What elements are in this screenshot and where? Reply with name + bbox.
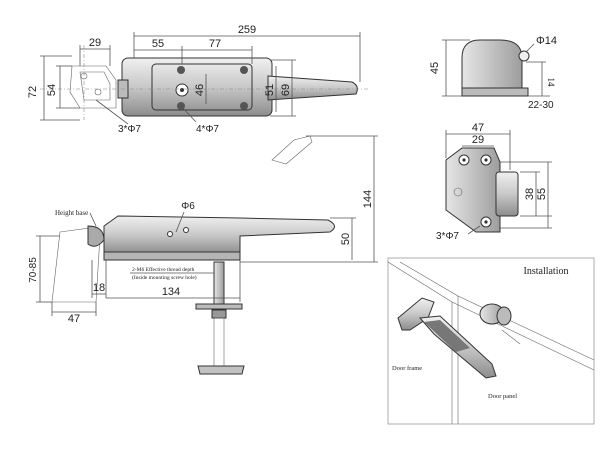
dim-label-134: 134 [162,286,180,298]
strike-outline-top [69,65,117,109]
dim-label-29-strike: 29 [472,134,484,146]
leader-line [180,105,197,123]
latch-base-side [103,251,241,261]
dim-label-38: 38 [524,188,536,200]
dim-label-22-30: 22-30 [528,100,554,111]
dim-label-47-strike: 47 [472,122,484,134]
dim-label-51: 51 [264,84,276,96]
dim-label-phi6: Φ6 [181,201,195,212]
height-base-block [51,227,101,303]
top-view: 259 29 55 77 72 54 46 51 69 3*Φ7 4*Φ7 [27,24,370,135]
dim-label-55: 55 [152,38,164,50]
pin-hole [183,227,189,233]
door-panel-label: Door panel [488,393,517,400]
installation-title: Installation [524,266,569,277]
handle-raised-ghost [271,135,313,165]
latch-body-side [103,215,335,255]
installation-panel: Installation Door frame Door panel [387,257,595,425]
bolt-hole [177,66,185,74]
dim-label-259: 259 [238,24,256,36]
strike-front-plate [445,147,501,233]
installed-knob-cap [496,306,512,326]
thread-note-line2: (Inside mounting screw hole) [132,274,197,281]
door-frame-label: Door frame [392,365,422,372]
side-view: Height base Φ6 144 50 70-85 18 134 2-M6 … [28,135,378,375]
dim-label-54: 54 [46,84,58,96]
dim-label-50: 50 [340,233,352,245]
bolt-nut [211,309,227,319]
hole-callout-3x7: 3*Φ7 [118,124,141,135]
bolt-washer [195,303,243,310]
strike-side-body [461,39,523,93]
dim-label-70-85: 70-85 [28,257,39,283]
installed-latch-shadow [424,320,470,352]
pin-hole [167,231,173,237]
latch-plate [151,63,253,111]
dim-label-77: 77 [209,38,221,50]
hole-callout-strike: 3*Φ7 [436,231,459,242]
installation-frame [387,257,595,425]
dim-label-72: 72 [27,86,39,98]
thread-note-line1: 2-M6 Effective thread depth [132,266,195,273]
dim-label-29: 29 [89,37,101,49]
dim-label-55-strike: 55 [536,188,548,200]
strike-front-roller [495,171,519,217]
strike-side-view: Φ14 45 14 22-30 [429,35,557,111]
bolt-head [197,365,245,375]
dim-label-18: 18 [93,282,105,294]
bolt-hole [240,102,248,110]
strike-roller [518,50,530,62]
hole-callout-4x7: 4*Φ7 [196,124,219,135]
dim-label-phi14: Φ14 [536,35,557,47]
dim-label-47-base: 47 [68,313,80,325]
dim-label-46: 46 [194,84,206,96]
lock-keyhole [180,88,184,92]
dim-label-69: 69 [280,84,292,96]
bolt-shank [213,317,225,369]
dim-label-45: 45 [429,62,441,74]
dim-label-144: 144 [362,190,374,208]
height-base-label: Height base [55,209,88,217]
dim-label-14: 14 [546,78,556,88]
strike-side-base [461,87,529,97]
strike-front-view: 47 29 38 55 3*Φ7 [436,122,552,242]
latch-tongue [87,225,105,247]
leader-line [95,99,129,125]
strike-inner-top [79,71,111,101]
bolt-hole [94,88,102,96]
bolt-hole [453,187,463,197]
bolt-hole [240,66,248,74]
handle-top [267,75,358,101]
